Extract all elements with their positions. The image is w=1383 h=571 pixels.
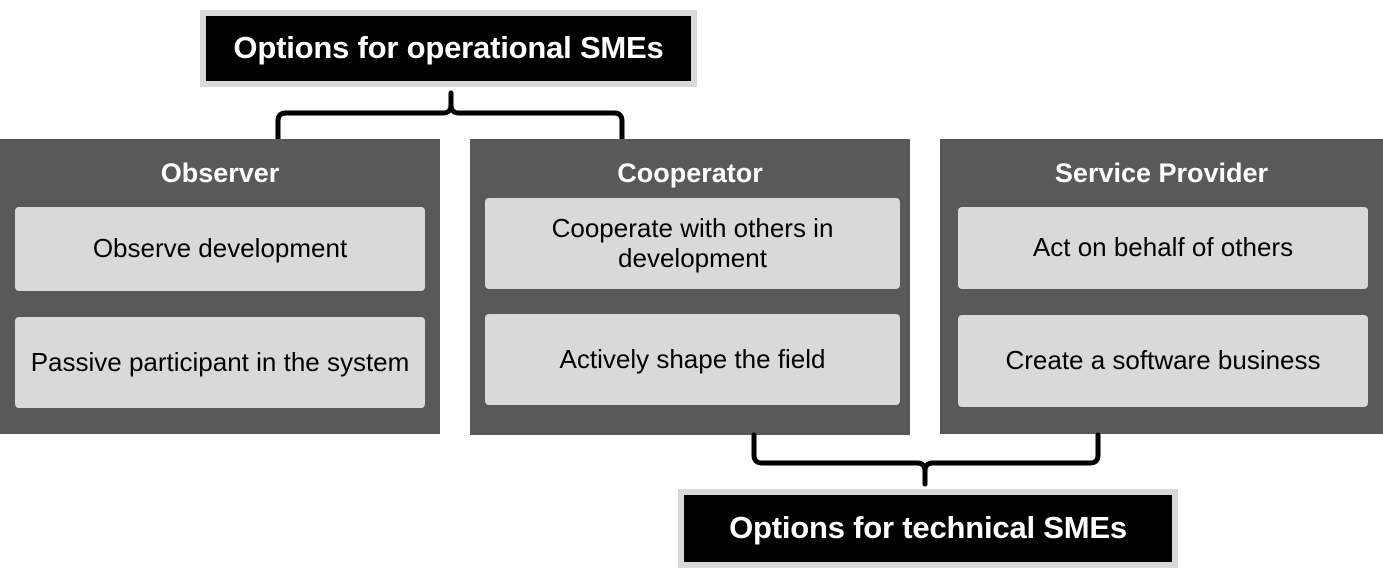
item-label: Create a software business bbox=[1005, 345, 1321, 376]
panel-observer: Observer Observe development Passive par… bbox=[0, 139, 440, 434]
panel-service-provider: Service Provider Act on behalf of others… bbox=[940, 139, 1383, 434]
item-label: Cooperate with others in development bbox=[551, 213, 834, 273]
bottom-banner-label: Options for technical SMEs bbox=[729, 510, 1127, 546]
brace-bottom-connector-icon bbox=[751, 432, 1101, 487]
brace-top-connector-icon bbox=[275, 90, 625, 142]
top-banner-label: Options for operational SMEs bbox=[233, 30, 664, 66]
item-box-observe-development: Observe development bbox=[15, 207, 425, 291]
item-box-create-a-software-business: Create a software business bbox=[958, 315, 1368, 407]
panel-cooperator: Cooperator Cooperate with others in deve… bbox=[470, 139, 910, 435]
top-banner-operational-smes: Options for operational SMEs bbox=[200, 10, 697, 87]
panel-service-provider-title: Service Provider bbox=[1054, 158, 1269, 188]
panel-cooperator-title: Cooperator bbox=[617, 158, 763, 188]
item-box-cooperate-with-others: Cooperate with others in development bbox=[485, 198, 900, 289]
item-box-passive-participant: Passive participant in the system bbox=[15, 317, 425, 408]
panel-observer-title: Observer bbox=[160, 158, 280, 188]
item-label: Actively shape the field bbox=[559, 343, 826, 374]
item-box-act-on-behalf-of-others: Act on behalf of others bbox=[958, 207, 1368, 289]
item-label: Observe development bbox=[92, 233, 348, 264]
item-box-actively-shape-the-field: Actively shape the field bbox=[485, 314, 900, 405]
bottom-banner-technical-smes: Options for technical SMEs bbox=[678, 489, 1178, 568]
item-label: Passive participant in the system bbox=[30, 346, 410, 377]
item-label: Act on behalf of others bbox=[1032, 232, 1294, 263]
